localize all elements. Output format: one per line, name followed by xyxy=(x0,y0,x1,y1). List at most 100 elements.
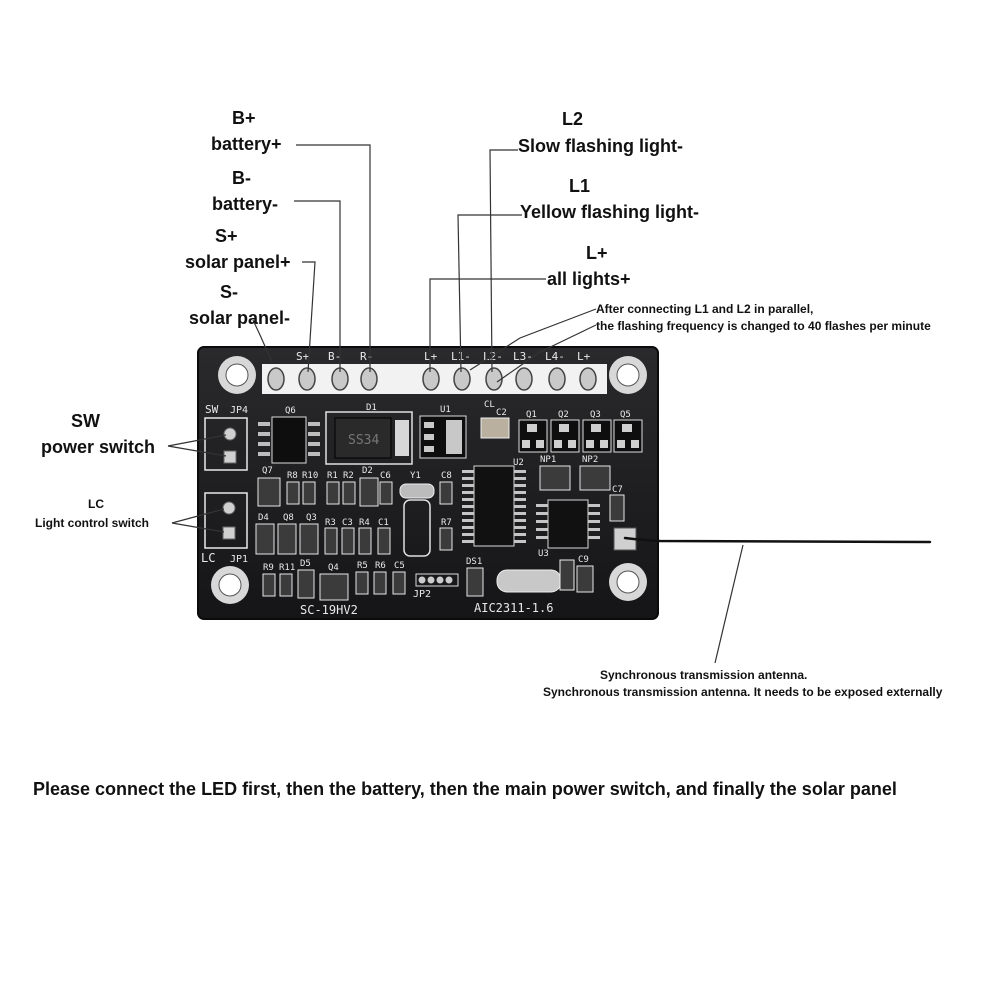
ref-np1: NP1 xyxy=(540,455,556,465)
label-s-plus-name: solar panel+ xyxy=(185,252,291,272)
ref-q3: Q3 xyxy=(590,410,601,420)
ref-c6: C6 xyxy=(380,471,391,481)
leader-b-plus xyxy=(296,144,371,372)
label-s-plus-code: S+ xyxy=(215,226,238,246)
leader-l2 xyxy=(489,149,518,373)
ref-u1: U1 xyxy=(440,405,451,415)
label-l2-code: L2 xyxy=(562,109,584,129)
label-parallel-note-line1: After connecting L1 and L2 in parallel, xyxy=(596,302,814,316)
ref-q5: Q5 xyxy=(620,410,631,420)
mounting-hole-bottom-right xyxy=(609,563,647,601)
crystal-y1 xyxy=(399,483,435,499)
ref-r5: R5 xyxy=(357,561,368,571)
leader-sw-b xyxy=(167,445,227,457)
cap-near-crystal xyxy=(559,559,575,591)
ref-r10: R10 xyxy=(302,471,318,481)
ref-c7: C7 xyxy=(612,485,623,495)
crystal-y1-outline xyxy=(403,499,431,557)
lc-silk-label: LC xyxy=(201,551,215,565)
label-lc-name: Light control switch xyxy=(35,516,149,530)
d1-marking: SS34 xyxy=(348,433,379,448)
leader-note-b xyxy=(496,324,597,383)
jp4-silk-label: JP4 xyxy=(230,405,248,416)
sw-pin-2 xyxy=(223,450,237,464)
ref-c2: C2 xyxy=(496,408,507,418)
ic-u3-pins xyxy=(536,504,600,539)
label-l1-code: L1 xyxy=(569,176,591,196)
board-version-label: AIC2311-1.6 xyxy=(474,601,553,615)
ref-r4: R4 xyxy=(359,518,370,528)
cap-c2 xyxy=(480,417,510,439)
ref-q7: Q7 xyxy=(262,466,273,476)
sw-connector-outline xyxy=(204,417,248,471)
mounting-hole-bottom-left xyxy=(211,566,249,604)
lc-connector-outline xyxy=(204,492,248,549)
leader-lc-b xyxy=(171,522,225,533)
ref-q2: Q2 xyxy=(558,410,569,420)
label-b-plus-code: B+ xyxy=(232,108,256,128)
leader-antenna xyxy=(714,544,744,664)
ref-u2: U2 xyxy=(513,458,524,468)
sw-pin-1 xyxy=(223,427,237,441)
ref-q8: Q8 xyxy=(283,513,294,523)
label-l2-name: Slow flashing light- xyxy=(518,136,683,156)
q6-chip xyxy=(271,416,307,464)
passive-row4 xyxy=(262,565,594,601)
label-l1-name: Yellow flashing light- xyxy=(520,202,700,222)
jp1-silk-label: JP1 xyxy=(230,554,248,565)
label-parallel-note-line2: the flashing frequency is changed to 40 … xyxy=(596,319,931,333)
leader-note-a xyxy=(469,308,597,371)
q6-pins xyxy=(258,422,320,456)
passive-row3 xyxy=(255,523,453,555)
ref-r9: R9 xyxy=(263,563,274,573)
ref-r7: R7 xyxy=(441,518,452,528)
ref-r3: R3 xyxy=(325,518,336,528)
circuit-board: S+ B- R- L+ L1- L2- L3- L4- L+ SW JP4 LC… xyxy=(197,346,659,620)
ref-r6: R6 xyxy=(375,561,386,571)
ref-q6: Q6 xyxy=(285,406,296,416)
ref-y1: Y1 xyxy=(410,471,421,481)
ref-cl: CL xyxy=(484,400,495,410)
rnet-np1 xyxy=(539,465,571,491)
leader-b-minus xyxy=(294,200,341,372)
output-transistors: Q1 Q2 Q3 Q5 xyxy=(518,410,643,453)
pad-label-l4: L4- xyxy=(545,350,565,363)
d1-outline xyxy=(325,411,413,465)
label-lc-code: LC xyxy=(88,497,104,511)
label-sw-code: SW xyxy=(71,411,100,431)
ref-c3: C3 xyxy=(342,518,353,528)
ref-u3: U3 xyxy=(538,549,549,559)
ref-c1: C1 xyxy=(378,518,389,528)
mounting-hole-top-right xyxy=(609,356,647,394)
pad-label-s-plus: S+ xyxy=(296,350,310,363)
ref-c9: C9 xyxy=(578,555,589,565)
pad-label-b-minus: B- xyxy=(328,350,341,363)
pad-label-r-minus: R- xyxy=(360,350,373,363)
ref-q4: Q4 xyxy=(328,563,339,573)
label-l-plus-name: all lights+ xyxy=(547,269,631,289)
ref-np2: NP2 xyxy=(582,455,598,465)
label-b-minus-name: battery- xyxy=(212,194,279,214)
passive-row2 xyxy=(257,477,453,507)
ref-q3b: Q3 xyxy=(306,513,317,523)
instruction-text: Please connect the LED first, then the b… xyxy=(33,779,897,799)
pad-label-l3: L3- xyxy=(513,350,533,363)
label-sw-name: power switch xyxy=(41,437,156,457)
board-model-label: SC-19HV2 xyxy=(300,603,358,617)
ref-r8: R8 xyxy=(287,471,298,481)
d1-body xyxy=(334,417,392,459)
ref-d2: D2 xyxy=(362,466,373,476)
mounting-hole-top-left xyxy=(218,356,256,394)
ref-r11: R11 xyxy=(279,563,295,573)
ref-d5: D5 xyxy=(300,559,311,569)
ref-c8: C8 xyxy=(441,471,452,481)
component-refs-row4: R9 R11 D5 Q4 R5 R6 C5 DS1 C9 xyxy=(263,555,589,573)
ref-r2: R2 xyxy=(343,471,354,481)
ref-c5: C5 xyxy=(394,561,405,571)
ic-u2-pins xyxy=(462,470,526,543)
jp2-silk-label: JP2 xyxy=(413,589,431,600)
rnet-np2 xyxy=(579,465,611,491)
label-l-plus-code: L+ xyxy=(586,243,608,263)
terminal-pads xyxy=(267,367,597,391)
jp2-pins xyxy=(415,573,459,587)
